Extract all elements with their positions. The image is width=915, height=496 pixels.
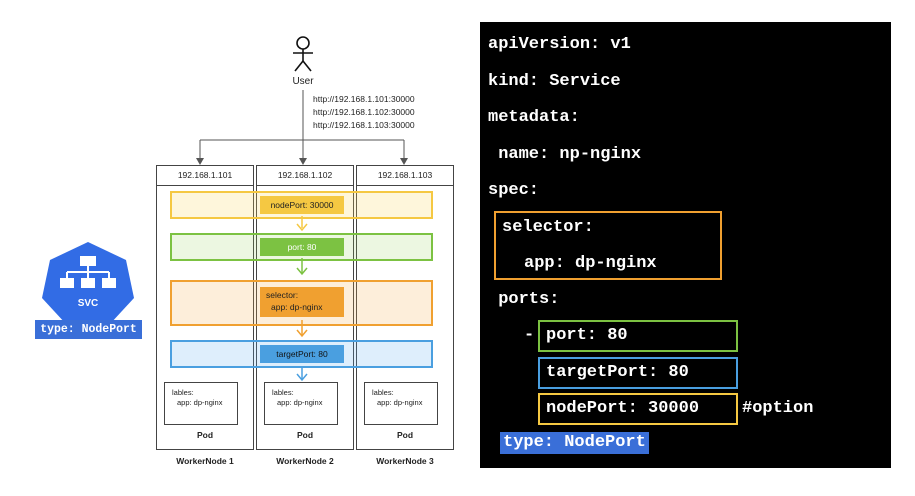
yaml-dash: -: [524, 326, 535, 345]
pod-labels-key: lables:: [372, 388, 394, 397]
selector-highlight: [494, 211, 722, 280]
yaml-selector: selector:: [502, 218, 594, 237]
user-label: User: [292, 76, 314, 87]
nodeport-highlight: [538, 393, 738, 425]
pod-labels-key: lables:: [172, 388, 194, 397]
yaml-api-version: apiVersion: v1: [488, 35, 631, 54]
yaml-port: port: 80: [546, 326, 628, 345]
yaml-target-port: targetPort: 80: [546, 363, 689, 382]
pod-labels-key: lables:: [272, 388, 294, 397]
selector-key: selector:: [266, 290, 299, 300]
pod-labels-2: lables: app: dp-nginx: [264, 382, 338, 425]
worker-node-3-label: WorkerNode 3: [376, 456, 434, 466]
selector-value: app: dp-nginx: [271, 302, 323, 312]
node-ip: 192.168.1.101: [157, 166, 253, 186]
pod-label: Pod: [396, 430, 414, 440]
pod-labels-3: lables: app: dp-nginx: [364, 382, 438, 425]
yaml-node-port: nodePort: 30000: [546, 399, 700, 418]
yaml-option-comment: #option: [742, 399, 814, 418]
yaml-code-panel: apiVersion: v1 kind: Service metadata: n…: [480, 22, 891, 468]
targetport-box: targetPort: 80: [260, 345, 344, 363]
selector-box: selector: app: dp-nginx: [260, 287, 344, 317]
yaml-spec: spec:: [488, 181, 540, 200]
user-icon: [290, 35, 316, 75]
svc-icon: SVC: [40, 240, 136, 326]
type-nodeport-badge: type: NodePort: [35, 320, 142, 339]
pod-label: Pod: [196, 430, 214, 440]
worker-node-1-label: WorkerNode 1: [176, 456, 234, 466]
yaml-type: type: NodePort: [500, 432, 649, 454]
pod-labels-value: app: dp-nginx: [177, 398, 223, 407]
url-101: http://192.168.1.101:30000: [313, 94, 415, 104]
targetport-highlight: [538, 357, 738, 389]
node-ip: 192.168.1.103: [357, 166, 453, 186]
url-103: http://192.168.1.103:30000: [313, 120, 415, 130]
node-ip: 192.168.1.102: [257, 166, 353, 186]
pod-labels-value: app: dp-nginx: [377, 398, 423, 407]
yaml-app: app: dp-nginx: [524, 254, 657, 273]
yaml-metadata: metadata:: [488, 108, 580, 127]
svc-icon-label: SVC: [77, 298, 99, 309]
port-box: port: 80: [260, 238, 344, 256]
worker-node-2-label: WorkerNode 2: [276, 456, 334, 466]
pod-labels-1: lables: app: dp-nginx: [164, 382, 238, 425]
nodeport-box: nodePort: 30000: [260, 196, 344, 214]
pod-label: Pod: [296, 430, 314, 440]
port-highlight: [538, 320, 738, 352]
yaml-ports: ports:: [488, 290, 560, 309]
yaml-name: name: np-nginx: [488, 145, 642, 164]
pod-labels-value: app: dp-nginx: [277, 398, 323, 407]
url-102: http://192.168.1.102:30000: [313, 107, 415, 117]
yaml-kind: kind: Service: [488, 72, 621, 91]
